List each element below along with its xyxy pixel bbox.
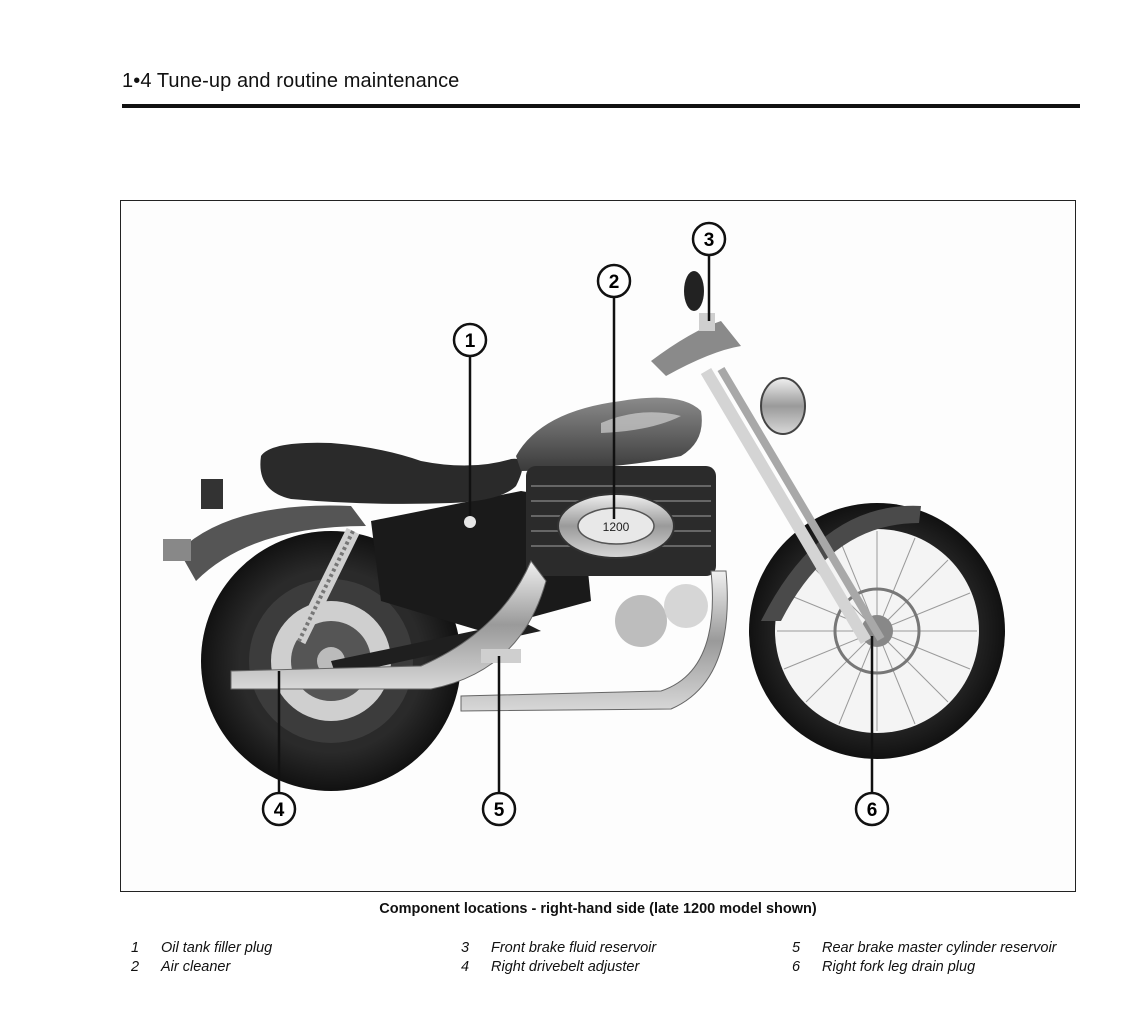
legend-item-label: Oil tank filler plug [161, 940, 273, 956]
fuel-tank [516, 397, 702, 471]
legend-item-label: Right fork leg drain plug [822, 959, 976, 975]
legend-item: 2 Air cleaner [131, 959, 230, 975]
air-cleaner: 1200 [557, 493, 675, 559]
callout-2: 2 [596, 263, 632, 299]
callout-leaders [277, 256, 874, 793]
callout-4-number: 4 [274, 800, 285, 821]
legend-item: 4 Right drivebelt adjuster [461, 959, 639, 975]
legend-item: 5 Rear brake master cylinder reservoir [792, 940, 1057, 956]
handlebars [651, 271, 741, 376]
callout-5-number: 5 [494, 800, 505, 821]
callout-6: 6 [854, 791, 890, 827]
callout-1: 1 [452, 322, 488, 358]
legend-item-number: 1 [131, 940, 140, 956]
page-header-title: 1•4 Tune-up and routine maintenance [122, 70, 460, 92]
seat [260, 442, 523, 504]
legend-item-number: 3 [461, 940, 470, 956]
legend-item-label: Rear brake master cylinder reservoir [822, 940, 1057, 956]
legend-item-number: 6 [792, 959, 801, 975]
callout-1-number: 1 [465, 331, 476, 352]
oil-tank-filler-plug [464, 516, 476, 528]
motorcycle-photo: 1200 [163, 221, 1005, 827]
exhaust-pipes [230, 560, 728, 712]
headlight [760, 377, 806, 435]
legend-item: 3 Front brake fluid reservoir [461, 940, 656, 956]
callout-5: 5 [481, 791, 517, 827]
legend-item-number: 5 [792, 940, 801, 956]
tail-light [163, 539, 191, 561]
mirror [684, 271, 704, 311]
callout-4: 4 [261, 791, 297, 827]
tank-emblem [601, 412, 681, 433]
callout-6-number: 6 [867, 800, 878, 821]
header-rule [122, 104, 1080, 108]
legend-item-number: 4 [461, 959, 470, 975]
motorcycle-figure: 1200 [120, 200, 1076, 892]
tail-lamp [201, 479, 223, 509]
legend-item: 6 Right fork leg drain plug [792, 959, 975, 975]
legend-item-label: Front brake fluid reservoir [491, 940, 657, 956]
legend-item-label: Right drivebelt adjuster [491, 959, 640, 975]
rear-fender [179, 505, 366, 581]
callout-3-number: 3 [704, 230, 715, 251]
air-cleaner-badge: 1200 [603, 520, 630, 534]
legend-item: 1 Oil tank filler plug [131, 940, 272, 956]
callout-2-number: 2 [609, 272, 620, 293]
callout-3: 3 [691, 221, 727, 257]
legend-item-number: 2 [131, 959, 140, 975]
front-brake-fluid-reservoir [699, 313, 715, 331]
front-forks [700, 366, 885, 645]
rear-brake-master-cylinder [481, 649, 521, 663]
rear-shock [292, 527, 360, 645]
figure-caption: Component locations - right-hand side (l… [379, 901, 817, 917]
legend-item-label: Air cleaner [161, 959, 231, 975]
